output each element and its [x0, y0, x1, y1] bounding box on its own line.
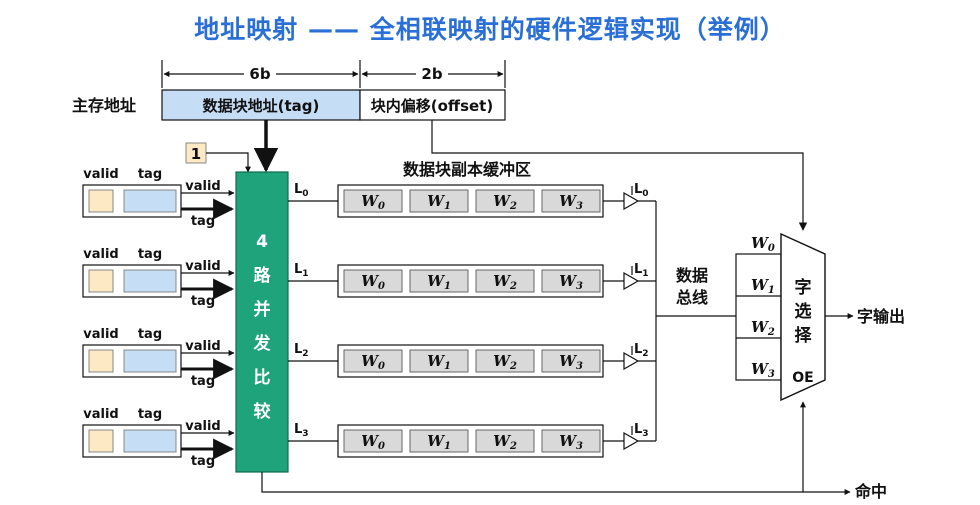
mux-label: 择: [795, 325, 813, 346]
valid-label: valid: [83, 247, 118, 262]
valid-signal-label: valid: [185, 339, 220, 354]
hit-line: [261, 472, 851, 495]
word-output-label: 字输出: [857, 307, 905, 326]
valid-signal-label: valid: [185, 419, 220, 434]
enable-label: L0: [634, 182, 649, 199]
tag-bits-label: 6b: [249, 65, 270, 83]
tag-field: [161, 89, 361, 121]
offset-to-mux-line: [431, 120, 808, 231]
tag-label: tag: [138, 327, 162, 342]
tag-signal-label: tag: [191, 214, 215, 229]
svg-text:W3: W3: [751, 360, 775, 380]
comparator-char: 并: [254, 299, 271, 320]
offset-field-label: 块内偏移(offset): [371, 97, 493, 115]
word-cell: W2: [493, 352, 517, 372]
svg-text:W0: W0: [751, 234, 775, 254]
comparator-char: 比: [254, 367, 271, 388]
valid-cell: [88, 349, 114, 373]
tag-label: tag: [138, 247, 162, 262]
mux-label: 字: [795, 277, 812, 298]
tri-state-buffer: [623, 351, 640, 371]
offset-bits-label: 2b: [421, 65, 442, 83]
word-select-mux: [780, 232, 826, 402]
mux-oe-label: OE: [792, 370, 813, 386]
line-label: L0: [294, 182, 309, 199]
tag-label: tag: [138, 167, 162, 182]
svg-text:W1: W1: [751, 276, 775, 296]
word-cell: W1: [427, 272, 451, 292]
enable-label: L1: [634, 262, 649, 279]
comparator-char: 较: [254, 401, 271, 422]
line-label: L1: [294, 262, 309, 279]
valid-signal-label: valid: [185, 179, 220, 194]
cache-line-0: valid tag valid tag L0 W0 W1 W2 W3 L0: [82, 167, 656, 229]
word-cell: W0: [361, 192, 385, 212]
page-title: 地址映射 —— 全相联映射的硬件逻辑实现（举例）: [194, 15, 786, 44]
cache-line-1: valid tag valid tag L1 W0 W1 W2 W3 L1: [82, 247, 656, 309]
valid-label: valid: [83, 327, 118, 342]
comparator-char: 4: [256, 232, 268, 252]
main-address-label: 主存地址: [72, 96, 136, 115]
word-cell: W3: [559, 272, 583, 292]
tri-state-buffer: [623, 271, 640, 291]
valid-cell: [88, 429, 114, 453]
valid-cell: [88, 269, 114, 293]
hit-label: 命中: [854, 482, 887, 501]
tag-label: tag: [138, 407, 162, 422]
valid-label: valid: [83, 167, 118, 182]
tag-field-label: 数据块地址(tag): [203, 97, 320, 115]
bus-label: 总线: [676, 288, 708, 307]
cache-line-2: valid tag valid tag L2 W0 W1 W2 W3 L2: [82, 327, 656, 389]
enable-label: L3: [634, 422, 649, 439]
comparator-block: [235, 171, 289, 473]
tri-state-buffer: [623, 431, 640, 451]
cache-line-3: valid tag valid tag L3 W0 W1 W2 W3 L3: [82, 407, 656, 469]
word-cell: W1: [427, 192, 451, 212]
comparator-label: 4 路 并 发 比 较: [253, 232, 272, 422]
word-cell: W0: [361, 352, 385, 372]
tag-cell: [123, 349, 177, 373]
line-label: L3: [294, 422, 309, 439]
tag-cell: [123, 429, 177, 453]
mux-label: 选: [795, 302, 812, 322]
word-cell: W0: [361, 272, 385, 292]
tag-cell: [123, 189, 177, 213]
tri-state-buffer: [623, 191, 640, 211]
word-cell: W1: [427, 432, 451, 452]
word-bus-stack: W0 W1 W2 W3: [735, 234, 782, 381]
svg-text:W2: W2: [751, 318, 775, 338]
word-cell: W3: [559, 352, 583, 372]
tag-signal-label: tag: [191, 374, 215, 389]
tag-cell: [123, 269, 177, 293]
line-label: L2: [294, 342, 309, 359]
comparator-char: 路: [254, 265, 272, 286]
valid-cell: [88, 189, 114, 213]
word-cell: W2: [493, 192, 517, 212]
offset-field: [359, 89, 506, 121]
word-cell: W2: [493, 272, 517, 292]
address-width-dimension: 6b 2b: [161, 60, 506, 88]
tag-signal-label: tag: [191, 294, 215, 309]
word-cell: W1: [427, 352, 451, 372]
bus-label: 数据: [676, 266, 708, 285]
word-cell: W2: [493, 432, 517, 452]
enable-label: L2: [634, 342, 649, 359]
word-cell: W3: [559, 192, 583, 212]
word-cell: W3: [559, 432, 583, 452]
valid-signal-label: valid: [185, 259, 220, 274]
word-cell: W0: [361, 432, 385, 452]
valid-label: valid: [83, 407, 118, 422]
comparator-char: 发: [253, 333, 272, 354]
buffer-title: 数据块副本缓冲区: [403, 160, 531, 179]
one-label: 1: [191, 145, 201, 163]
tag-signal-label: tag: [191, 454, 215, 469]
